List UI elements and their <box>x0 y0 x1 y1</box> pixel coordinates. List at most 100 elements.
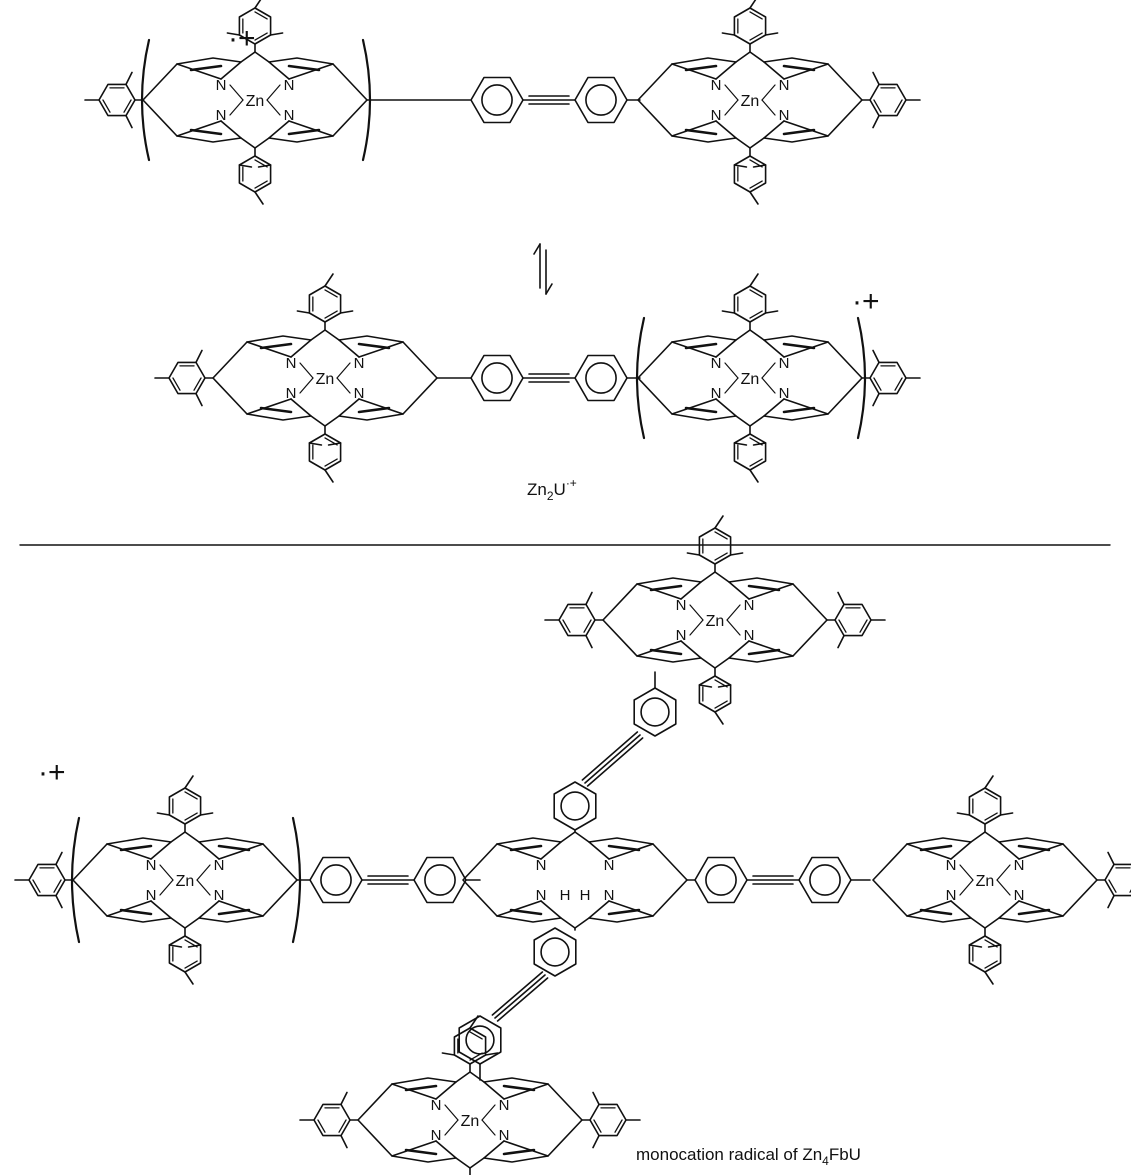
nitrogen-atom: N <box>779 385 790 402</box>
mesityl-group <box>154 349 214 407</box>
compound-label-zn2u: Zn2U·+ <box>527 476 577 503</box>
mesityl-group <box>733 425 767 483</box>
phenylene-ring <box>633 687 677 737</box>
mesityl-group <box>698 667 732 725</box>
nitrogen-atom: N <box>946 887 957 904</box>
alkyne-bond <box>522 95 576 105</box>
label-sup: ·+ <box>566 476 577 490</box>
mesityl-group <box>156 775 214 833</box>
mesityl-group <box>168 927 202 985</box>
nitrogen-atom: N <box>604 857 615 874</box>
mesityl-group <box>686 515 744 573</box>
phenylene-ring <box>470 76 524 124</box>
nitrogen-atom: N <box>499 1127 510 1144</box>
nitrogen-atom: N <box>286 385 297 402</box>
mesityl-group <box>469 1167 471 1175</box>
nitrogen-atom: N <box>779 355 790 372</box>
label-sub: 4 <box>822 1154 829 1168</box>
alkyne-bond <box>491 971 549 1022</box>
mesityl-group <box>14 851 74 909</box>
zinc-atom: Zn <box>741 93 760 110</box>
phenylene-ring <box>413 856 467 904</box>
alkyne-bond <box>361 875 415 885</box>
label-main: Zn <box>527 480 547 499</box>
mesityl-group <box>544 591 604 649</box>
mesityl-group <box>861 349 921 407</box>
nitrogen-atom: N <box>431 1127 442 1144</box>
nitrogen-atom: N <box>431 1097 442 1114</box>
zinc-atom: Zn <box>461 1113 480 1130</box>
nitrogen-atom: N <box>604 887 615 904</box>
alkyne-bond <box>581 731 644 787</box>
nitrogen-atom: N <box>744 597 755 614</box>
zinc-atom: Zn <box>706 613 725 630</box>
charge-marker-bottom: ·+ <box>38 756 66 789</box>
bracket-left <box>140 38 151 162</box>
nitrogen-atom: N <box>214 857 225 874</box>
nitrogen-atom: N <box>354 355 365 372</box>
mesityl-group <box>968 927 1002 985</box>
mesityl-group <box>299 1091 359 1149</box>
nitrogen-atom: N <box>146 857 157 874</box>
mesityl-group <box>1096 851 1131 909</box>
zinc-atom: Zn <box>976 873 995 890</box>
nitrogen-atom: N <box>499 1097 510 1114</box>
mesityl-group <box>441 1015 499 1073</box>
nitrogen-atom: N <box>146 887 157 904</box>
mesityl-group <box>308 425 342 483</box>
alkyne-bond <box>746 875 800 885</box>
nitrogen-atom: N <box>1014 857 1025 874</box>
phenylene-ring <box>309 856 363 904</box>
hydrogen-atom: H <box>560 887 571 904</box>
nitrogen-atom: N <box>284 77 295 94</box>
nitrogen-atom: N <box>216 77 227 94</box>
mesityl-group <box>826 591 886 649</box>
mesityl-group <box>238 147 272 205</box>
bracket-left <box>70 816 81 944</box>
nitrogen-atom: N <box>744 627 755 644</box>
phenylene-ring <box>458 1015 502 1065</box>
nitrogen-atom: N <box>676 627 687 644</box>
nitrogen-atom: N <box>779 77 790 94</box>
bracket-right <box>856 316 867 440</box>
zinc-atom: Zn <box>246 93 265 110</box>
label-tail: U <box>554 480 566 499</box>
mesityl-group <box>581 1091 641 1149</box>
label-prefix: monocation radical of Zn <box>636 1145 822 1164</box>
charge-marker-top-left: ·+ <box>228 22 256 55</box>
mesityl-group <box>296 273 354 331</box>
nitrogen-atom: N <box>536 887 547 904</box>
alkyne-bond <box>522 373 576 383</box>
phenylene-ring <box>694 856 748 904</box>
nitrogen-atom: N <box>286 355 297 372</box>
nitrogen-atom: N <box>284 107 295 124</box>
nitrogen-atom: N <box>216 107 227 124</box>
zinc-atom: Zn <box>176 873 195 890</box>
nitrogen-atom: N <box>676 597 687 614</box>
phenylene-ring <box>574 76 628 124</box>
label-tail: FbU <box>829 1145 861 1164</box>
mesityl-group <box>721 0 779 53</box>
nitrogen-atom: N <box>214 887 225 904</box>
charge-marker-top-right: ·+ <box>852 285 880 318</box>
phenylene-ring <box>574 354 628 402</box>
equilibrium-arrow <box>533 243 553 295</box>
nitrogen-atom: N <box>711 385 722 402</box>
compound-label-zn4fbu: monocation radical of Zn4FbU <box>636 1145 861 1168</box>
mesityl-group <box>733 147 767 205</box>
phenylene-ring <box>553 781 597 831</box>
phenylene-ring <box>470 354 524 402</box>
mesityl-group <box>226 0 284 53</box>
